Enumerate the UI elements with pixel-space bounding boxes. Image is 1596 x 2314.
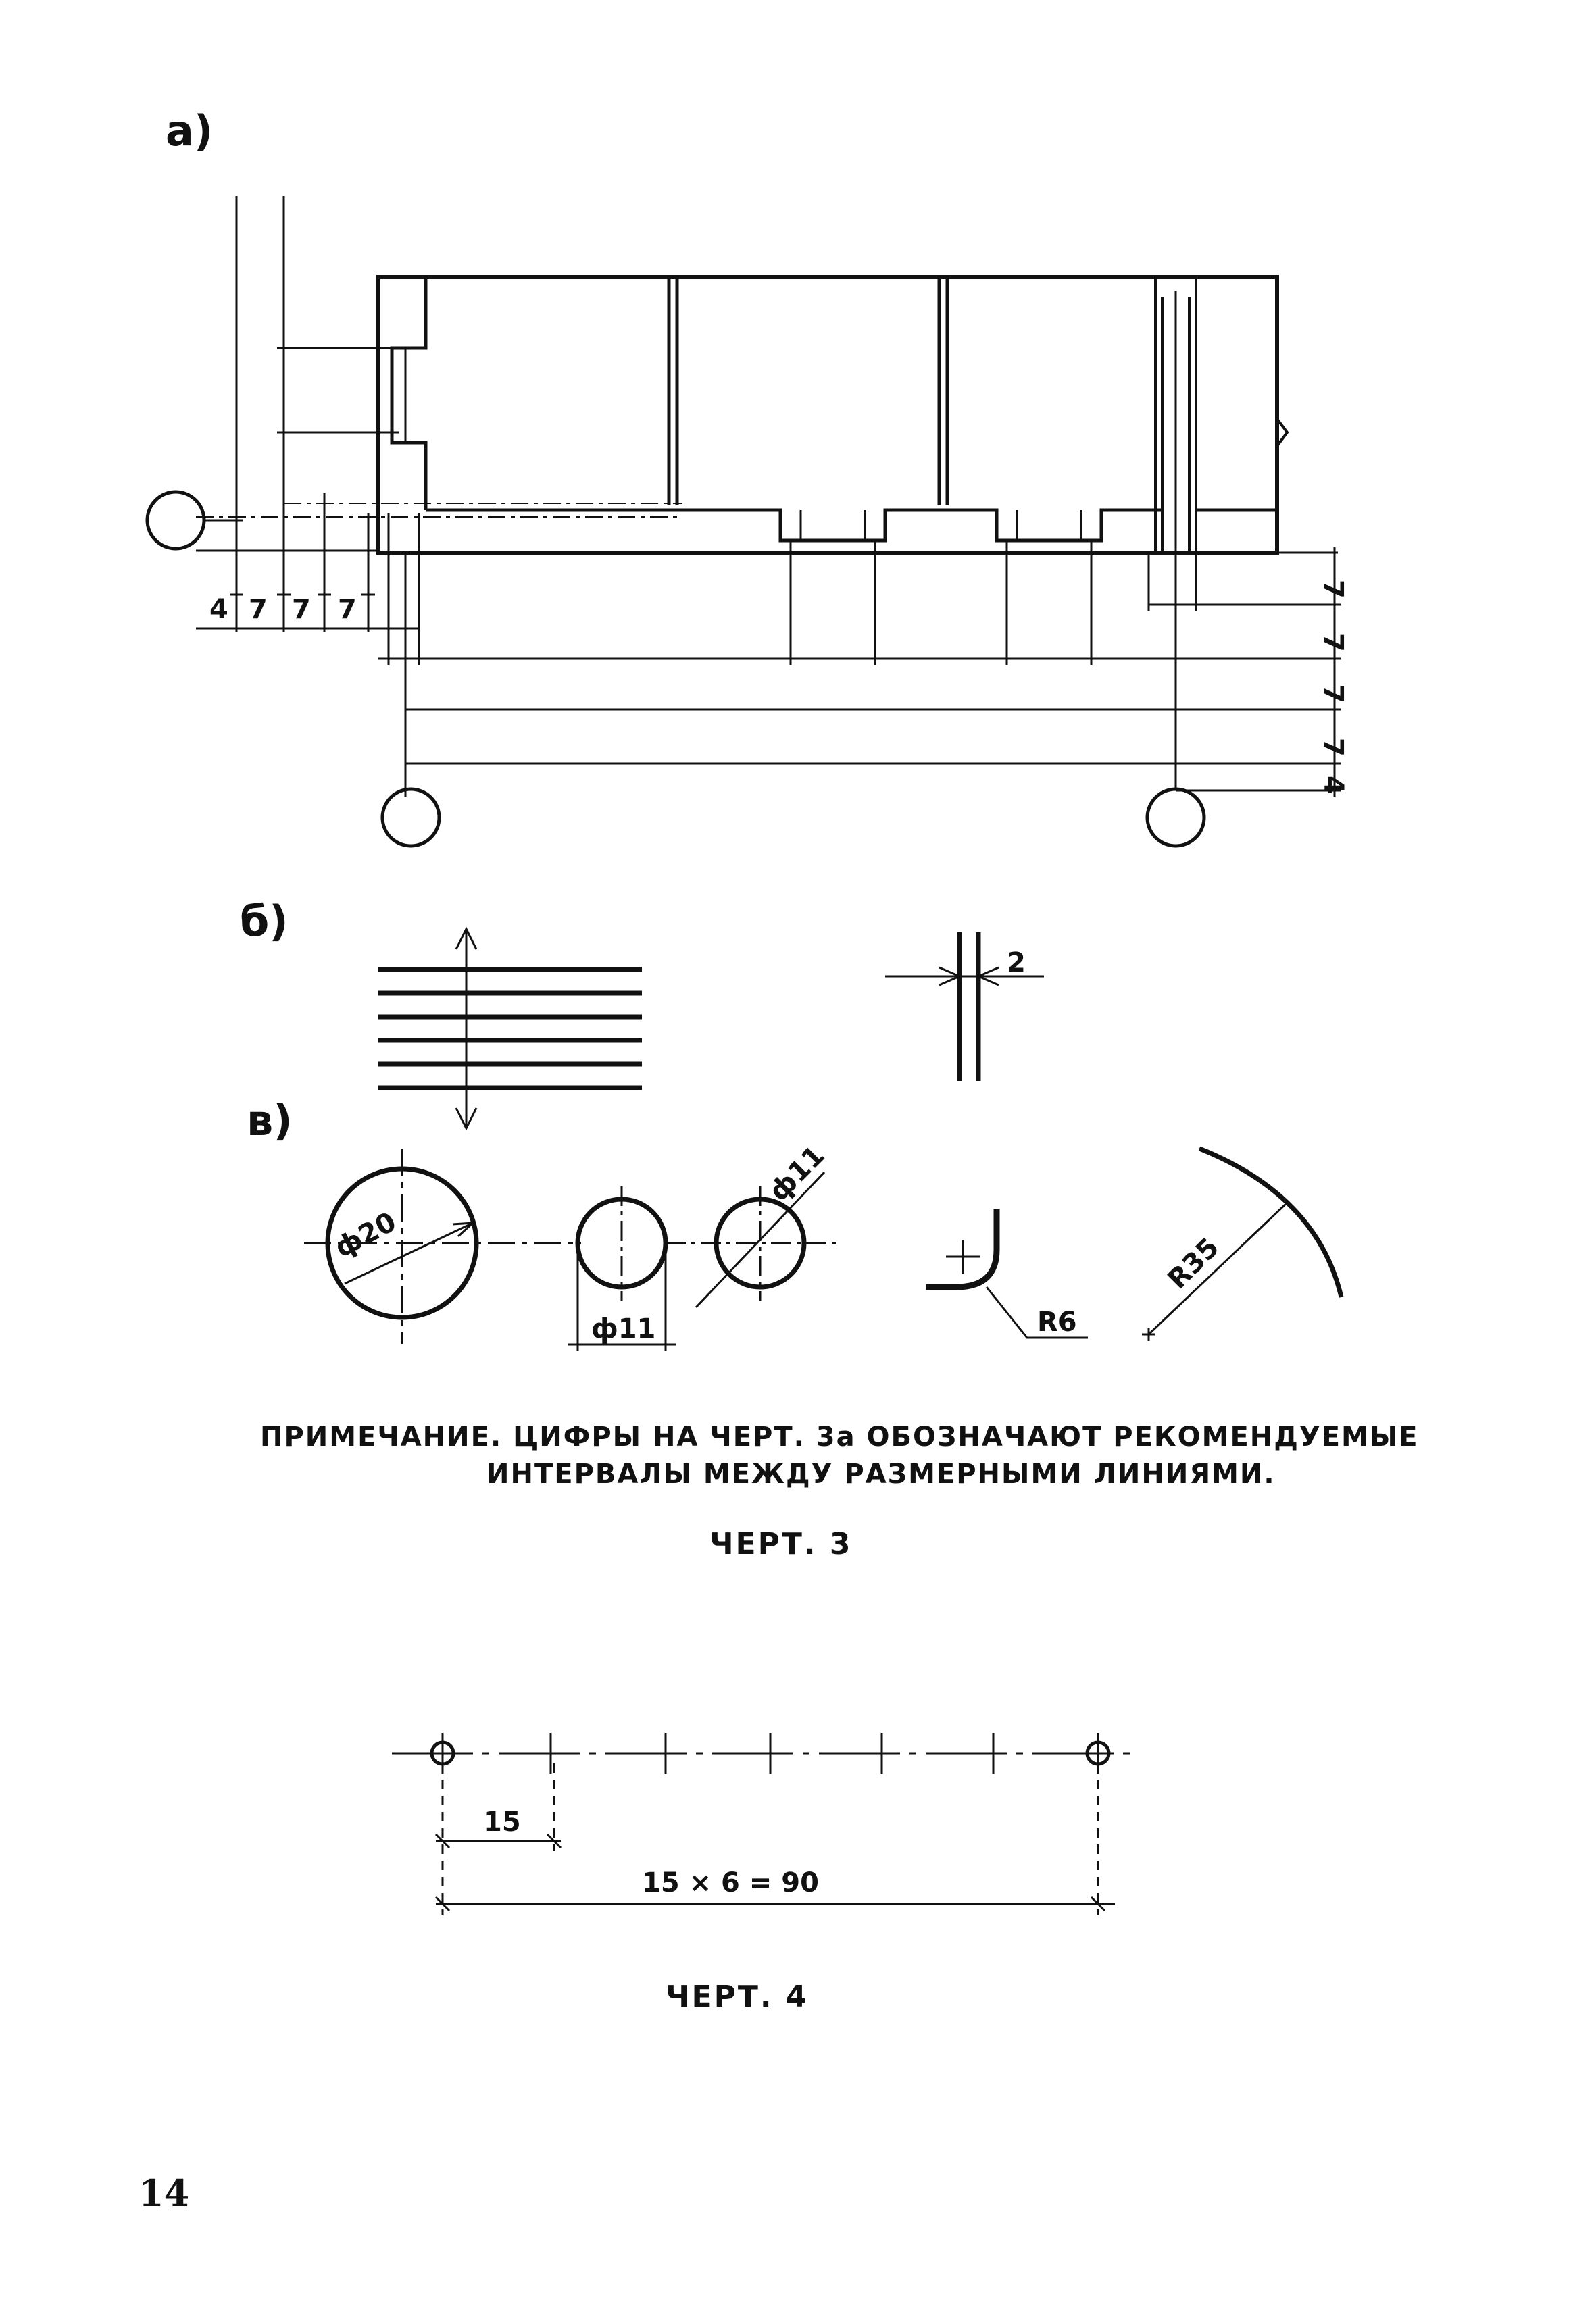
left-dim-4: 7 bbox=[338, 594, 357, 625]
radius-small: R6 bbox=[1037, 1307, 1077, 1338]
fig3a-drawing bbox=[145, 196, 1341, 848]
break-mark bbox=[1276, 418, 1289, 447]
fig3b-lines bbox=[378, 926, 1044, 1131]
right-dim-1: 7 bbox=[1318, 580, 1349, 599]
reference-circle-bottom-right bbox=[1145, 787, 1206, 848]
left-dim-3: 7 bbox=[292, 594, 311, 625]
caption-fig4: ЧЕРТ. 4 bbox=[666, 1980, 809, 2014]
fillet-corner bbox=[926, 1209, 1000, 1290]
right-dims: 7 7 7 7 4 bbox=[1318, 580, 1349, 795]
page-number: 14 bbox=[139, 2171, 189, 2215]
right-channel bbox=[1154, 277, 1197, 553]
caption-fig3: ЧЕРТ. 3 bbox=[709, 1527, 853, 1561]
diameter-small-b: ф11 bbox=[764, 1140, 831, 1207]
radius-large: R35 bbox=[1162, 1232, 1226, 1295]
right-dim-2: 7 bbox=[1318, 633, 1349, 652]
note-line-2: ИНТЕРВАЛЫ МЕЖДУ РАЗМЕРНЫМИ ЛИНИЯМИ. bbox=[487, 1459, 1276, 1490]
label-a: a) bbox=[166, 106, 213, 155]
note-line-1: ПРИМЕЧАНИЕ. ЦИФРЫ НА ЧЕРТ. 3а ОБОЗНАЧАЮТ… bbox=[260, 1422, 1419, 1453]
left-wall bbox=[376, 277, 428, 553]
fig4-drawing bbox=[392, 1733, 1135, 1915]
left-dim-1: 4 bbox=[209, 594, 228, 625]
right-dim-3: 7 bbox=[1318, 684, 1349, 703]
right-dim-4: 7 bbox=[1318, 738, 1349, 757]
fig4-step-dim: 15 bbox=[483, 1807, 521, 1838]
gap-dim: 2 bbox=[1007, 947, 1026, 978]
fig4-total-dim: 15 × 6 = 90 bbox=[642, 1867, 819, 1898]
left-dim-2: 7 bbox=[249, 594, 268, 625]
large-arc bbox=[1198, 1146, 1344, 1298]
reference-circle-left bbox=[145, 490, 206, 551]
inner-bottom-edge bbox=[426, 508, 1162, 543]
label-b: б) bbox=[240, 897, 289, 946]
right-dim-5: 4 bbox=[1318, 776, 1349, 795]
diameter-large: ф20 bbox=[330, 1206, 401, 1263]
fig3v-circles bbox=[304, 1146, 1344, 1351]
label-v: в) bbox=[247, 1096, 293, 1145]
partition-2 bbox=[937, 277, 949, 505]
reference-circle-bottom-left bbox=[380, 787, 441, 848]
diameter-small: ф11 bbox=[591, 1313, 655, 1344]
partition-1 bbox=[667, 277, 679, 505]
